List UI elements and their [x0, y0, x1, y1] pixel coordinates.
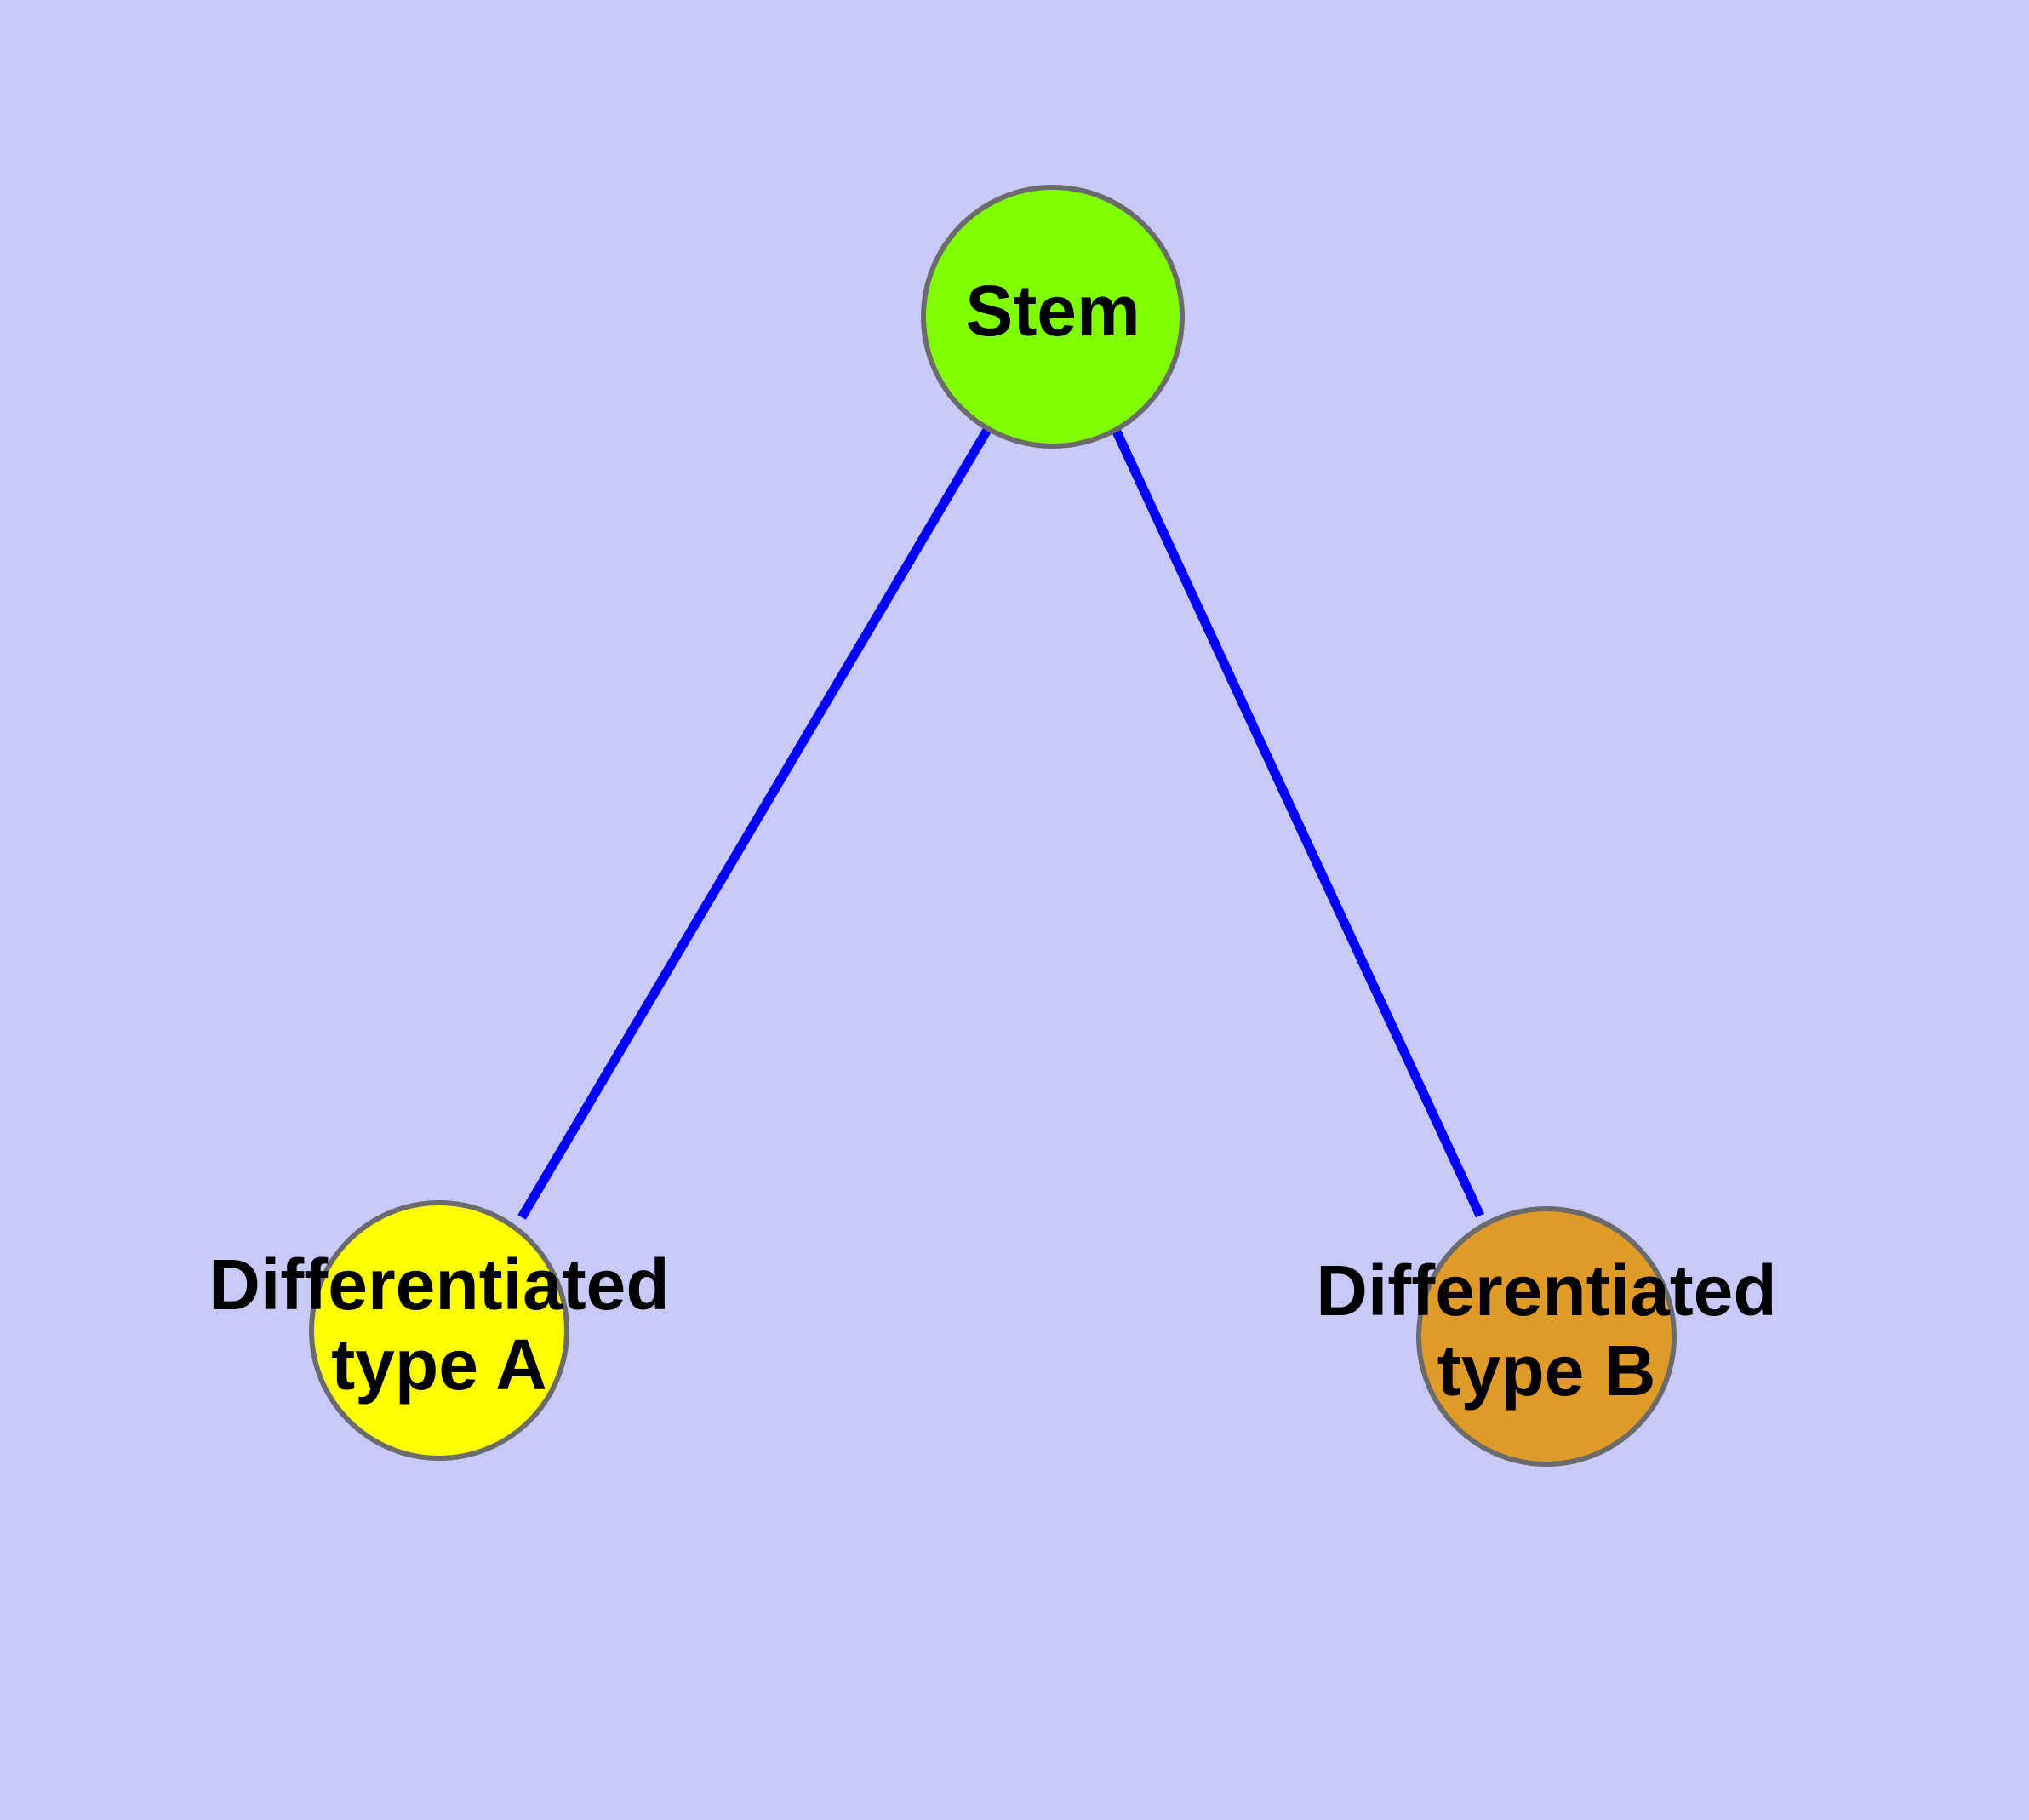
- graph-node-diff_b[interactable]: [1416, 1206, 1677, 1467]
- node-label-line: Differentiated: [209, 1245, 669, 1325]
- graph-edge-stem-to-b[interactable]: [1112, 429, 1484, 1218]
- node-label-stem: Stem: [965, 271, 1140, 351]
- edges-group: [517, 427, 1484, 1220]
- node-label-line: Stem: [965, 271, 1140, 351]
- node-label-line: type A: [331, 1325, 547, 1405]
- node-label-line: type B: [1437, 1331, 1656, 1411]
- nodes-group: [309, 185, 1677, 1467]
- node-label-line: Differentiated: [1316, 1251, 1776, 1331]
- graph-edge-stem-to-a[interactable]: [517, 427, 992, 1220]
- graph-node-diff_a[interactable]: [309, 1200, 569, 1461]
- graph-node-stem[interactable]: [921, 185, 1185, 449]
